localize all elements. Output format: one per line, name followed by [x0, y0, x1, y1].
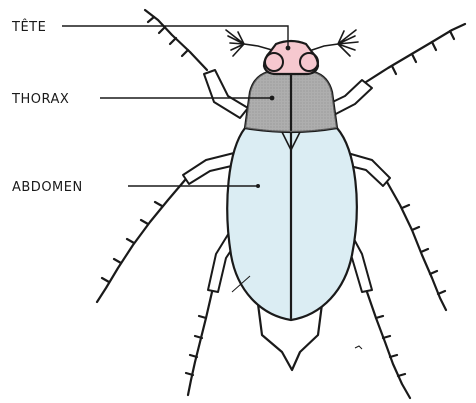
right-antenna: [312, 30, 358, 56]
thorax-label: THORAX: [11, 92, 69, 107]
middle-right-leg: [342, 152, 446, 310]
left-antenna: [226, 30, 272, 56]
abdomen-label: ABDOMEN: [12, 180, 83, 195]
thorax: [245, 72, 337, 132]
head-label: TÊTE: [11, 19, 46, 35]
abdomen: [227, 128, 357, 370]
head: [264, 41, 318, 74]
front-right-leg: [320, 24, 465, 118]
